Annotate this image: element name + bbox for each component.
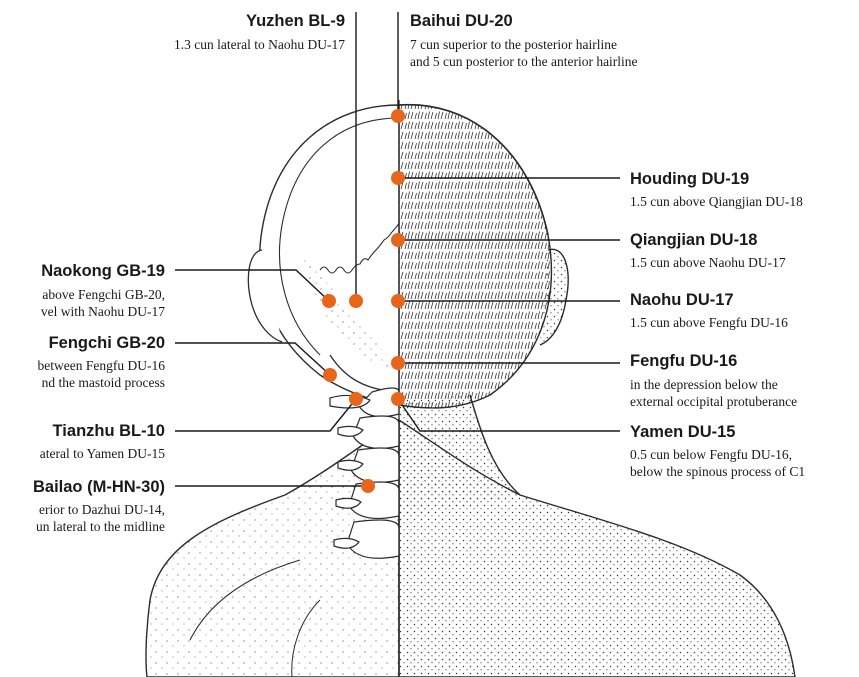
tianzhu-description-line: ateral to Yamen DU-15 <box>40 445 165 462</box>
naohu-point-marker <box>391 294 405 308</box>
bailao-description: erior to Dazhui DU-14,un lateral to the … <box>36 501 165 535</box>
baihui-description-line: 7 cun superior to the posterior hairline <box>410 36 638 53</box>
naokong-description-line: above Fengchi GB-20, <box>41 286 165 303</box>
qiangjian-title: Qiangjian DU-18 <box>630 231 757 250</box>
qiangjian-point-marker <box>391 233 405 247</box>
fengfu-point-marker <box>391 356 405 370</box>
qiangjian-description-line: 1.5 cun above Naohu DU-17 <box>630 254 786 271</box>
bailao-point-marker <box>361 479 375 493</box>
fengfu-title: Fengfu DU-16 <box>630 352 737 371</box>
houding-description: 1.5 cun above Qiangjian DU-18 <box>630 193 803 210</box>
qiangjian-description: 1.5 cun above Naohu DU-17 <box>630 254 786 271</box>
yuzhen-title: Yuzhen BL-9 <box>246 12 345 31</box>
fengchi-description-line: between Fengfu DU-16 <box>38 357 165 374</box>
tianzhu-title: Tianzhu BL-10 <box>53 422 165 441</box>
yamen-description-line: below the spinous process of C1 <box>630 463 805 480</box>
yamen-description-line: 0.5 cun below Fengfu DU-16, <box>630 446 805 463</box>
naohu-description: 1.5 cun above Fengfu DU-16 <box>630 314 788 331</box>
naohu-description-line: 1.5 cun above Fengfu DU-16 <box>630 314 788 331</box>
fengchi-point-marker <box>323 368 337 382</box>
naokong-title: Naokong GB-19 <box>41 262 165 281</box>
houding-point-marker <box>391 171 405 185</box>
naohu-title: Naohu DU-17 <box>630 291 734 310</box>
naokong-point-marker <box>322 294 336 308</box>
bailao-description-line: un lateral to the midline <box>36 518 165 535</box>
bailao-title: Bailao (M-HN-30) <box>33 478 165 497</box>
fengchi-description-line: nd the mastoid process <box>38 374 165 391</box>
baihui-point-marker <box>391 109 405 123</box>
fengfu-description-line: external occipital protuberance <box>630 393 797 410</box>
tianzhu-point-marker <box>349 392 363 406</box>
yuzhen-description-line: 1.3 cun lateral to Naohu DU-17 <box>174 36 345 53</box>
naokong-description: above Fengchi GB-20,vel with Naohu DU-17 <box>41 286 165 320</box>
yuzhen-description: 1.3 cun lateral to Naohu DU-17 <box>174 36 345 53</box>
yuzhen-point-marker <box>349 294 363 308</box>
fengchi-title: Fengchi GB-20 <box>49 334 165 353</box>
houding-description-line: 1.5 cun above Qiangjian DU-18 <box>630 193 803 210</box>
naokong-description-line: vel with Naohu DU-17 <box>41 303 165 320</box>
fengfu-description-line: in the depression below the <box>630 376 797 393</box>
baihui-description: 7 cun superior to the posterior hairline… <box>410 36 638 70</box>
yamen-description: 0.5 cun below Fengfu DU-16,below the spi… <box>630 446 805 480</box>
baihui-title: Baihui DU-20 <box>410 12 513 31</box>
bailao-description-line: erior to Dazhui DU-14, <box>36 501 165 518</box>
yamen-title: Yamen DU-15 <box>630 423 735 442</box>
houding-title: Houding DU-19 <box>630 170 749 189</box>
baihui-description-line: and 5 cun posterior to the anterior hair… <box>410 53 638 70</box>
tianzhu-description: ateral to Yamen DU-15 <box>40 445 165 462</box>
yamen-point-marker <box>391 392 405 406</box>
tianzhu-leader-line <box>175 399 356 431</box>
